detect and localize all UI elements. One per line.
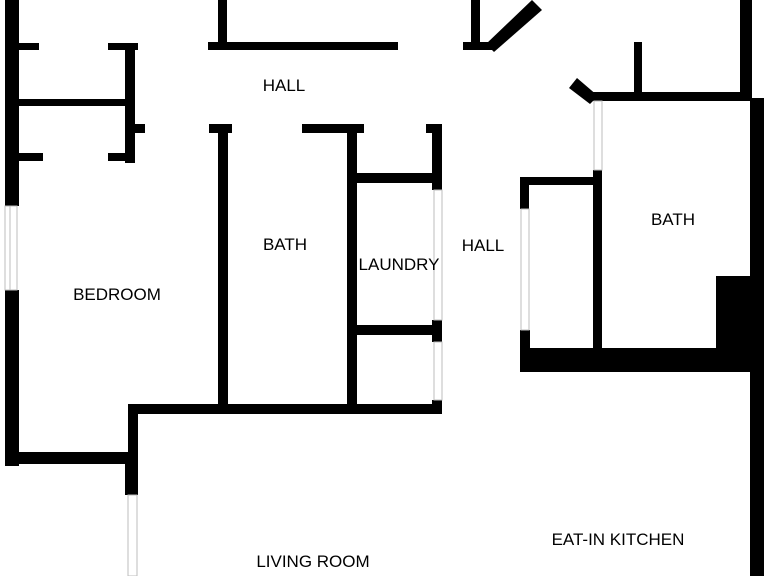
wall <box>520 177 529 209</box>
wall <box>5 153 43 161</box>
wall <box>302 124 364 133</box>
wall <box>347 124 357 410</box>
wall <box>218 124 228 410</box>
doorway <box>593 100 603 171</box>
wall <box>350 325 442 335</box>
room-label-bedroom: BEDROOM <box>73 285 161 304</box>
walls <box>5 0 764 576</box>
window <box>4 205 18 291</box>
wall <box>5 452 138 464</box>
wall <box>520 177 602 185</box>
wall <box>634 42 642 98</box>
wall <box>125 124 145 133</box>
wall <box>740 0 752 98</box>
wall <box>432 124 442 190</box>
wall <box>218 0 227 48</box>
wall <box>5 99 133 106</box>
openings <box>4 100 603 576</box>
wall <box>128 404 442 414</box>
wall <box>486 0 542 52</box>
doorway <box>520 208 530 331</box>
room-label-bath-center: BATH <box>263 235 307 254</box>
room-label-living-room: LIVING ROOM <box>256 552 369 571</box>
wall <box>125 455 138 495</box>
room-label-bath-right: BATH <box>651 210 695 229</box>
room-label-hall-center: HALL <box>462 236 505 255</box>
doorway <box>433 189 443 321</box>
wall <box>5 290 19 466</box>
wall <box>716 276 754 356</box>
wall <box>5 43 39 50</box>
wall <box>520 348 754 372</box>
wall <box>750 98 764 576</box>
wall <box>108 43 138 50</box>
wall <box>432 320 442 342</box>
wall <box>208 42 398 50</box>
room-label-hall-upper: HALL <box>263 76 306 95</box>
doorway <box>433 341 443 401</box>
wall <box>471 0 480 48</box>
wall <box>128 404 138 464</box>
wall <box>593 170 602 370</box>
wall <box>108 153 134 161</box>
wall <box>350 173 440 183</box>
window <box>127 494 138 576</box>
room-label-laundry: LAUNDRY <box>359 255 440 274</box>
room-labels: HALL BATH LAUNDRY HALL BATH BEDROOM LIVI… <box>73 76 695 571</box>
room-label-eat-in-kitchen: EAT-IN KITCHEN <box>552 530 685 549</box>
wall <box>590 92 752 101</box>
